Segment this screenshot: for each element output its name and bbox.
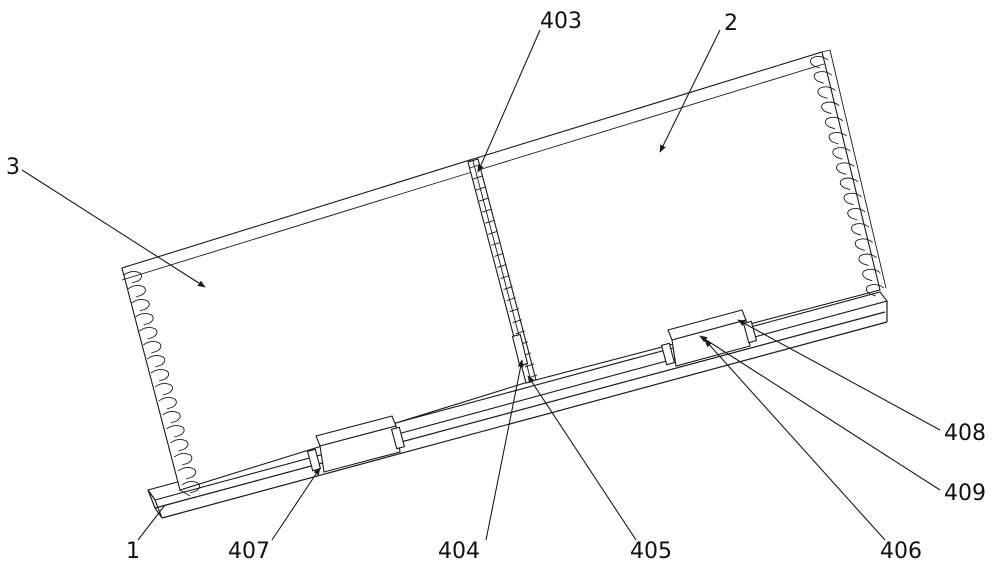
hinge-tick — [497, 264, 507, 268]
left-hook-comb — [123, 270, 201, 494]
label-407: 407 — [228, 539, 270, 564]
hook-icon — [839, 177, 859, 191]
right-panel — [469, 49, 887, 383]
hook-icon — [166, 424, 185, 438]
hook-icon — [828, 131, 847, 145]
hinge-tick — [469, 164, 480, 169]
hook-icon — [162, 410, 181, 424]
hook-icon — [135, 312, 154, 326]
label-3: 3 — [6, 155, 20, 180]
hook-icon — [858, 253, 877, 267]
center-hinge — [467, 158, 538, 384]
hook-icon — [813, 71, 833, 84]
label-404: 404 — [438, 539, 480, 564]
label-409: 409 — [944, 481, 986, 506]
hinge-tick — [500, 275, 510, 279]
hinge-tick — [485, 219, 495, 224]
hook-icon — [123, 270, 143, 284]
hook-icon — [817, 86, 836, 99]
hinge-tick — [475, 186, 486, 191]
hook-icon — [143, 340, 162, 354]
hook-icon — [809, 55, 829, 69]
label-405: 405 — [630, 539, 672, 564]
hook-icon — [150, 368, 170, 382]
hinge-tick — [488, 230, 498, 235]
hook-icon — [843, 192, 862, 206]
hook-icon — [170, 438, 189, 452]
right-hook-comb — [809, 55, 885, 297]
label-406: 406 — [880, 539, 922, 564]
hook-icon — [832, 147, 851, 160]
hinge-tick — [512, 319, 522, 324]
hook-icon — [836, 162, 855, 175]
hinge-tick — [482, 208, 492, 213]
hook-icon — [851, 223, 870, 236]
leader-lines — [21, 29, 941, 541]
hook-icon — [154, 382, 173, 396]
hook-icon — [824, 116, 844, 130]
hinge-tick — [506, 297, 516, 302]
hook-icon — [865, 283, 885, 297]
clamp-block-left — [306, 415, 406, 473]
label-1: 1 — [126, 539, 140, 564]
hinge-tick — [503, 286, 513, 291]
hinge-tick — [479, 197, 489, 202]
hook-icon — [181, 480, 201, 494]
hinge-tick — [515, 330, 525, 335]
hook-icon — [127, 284, 146, 298]
hook-icon — [821, 101, 840, 115]
hinge-tick — [472, 175, 483, 180]
hinge-tick — [494, 252, 504, 257]
hook-icon — [854, 238, 874, 251]
hook-icon — [862, 268, 881, 282]
hook-icon — [139, 326, 158, 340]
hook-icon — [146, 354, 166, 368]
label-408: 408 — [944, 421, 986, 446]
hinge-tick — [524, 363, 535, 368]
hinge-tick — [509, 308, 519, 313]
label-2: 2 — [724, 11, 738, 36]
hinge-tick — [491, 241, 501, 246]
hook-icon — [177, 466, 197, 480]
hook-icon — [158, 396, 177, 410]
label-403: 403 — [540, 9, 582, 34]
hook-icon — [173, 452, 193, 466]
hook-icon — [131, 298, 150, 312]
hook-icon — [847, 207, 866, 221]
